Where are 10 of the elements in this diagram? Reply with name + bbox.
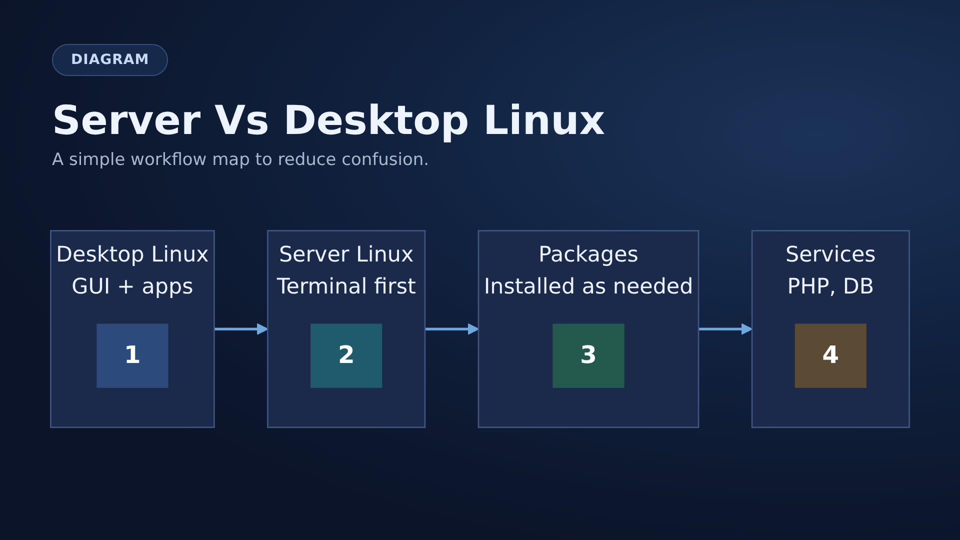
title: Server Vs Desktop Linux — [52, 98, 606, 144]
tag-badge: DIAGRAM — [52, 44, 168, 76]
arrow — [698, 323, 753, 335]
node-box: 1 — [96, 324, 168, 388]
arrow — [214, 323, 268, 335]
subtitle: A simple workflow map to reduce confusion. — [52, 150, 430, 170]
node-box: 4 — [794, 324, 866, 388]
node-box: 2 — [310, 324, 382, 388]
arrow — [424, 323, 479, 335]
node-box: 3 — [552, 324, 624, 388]
